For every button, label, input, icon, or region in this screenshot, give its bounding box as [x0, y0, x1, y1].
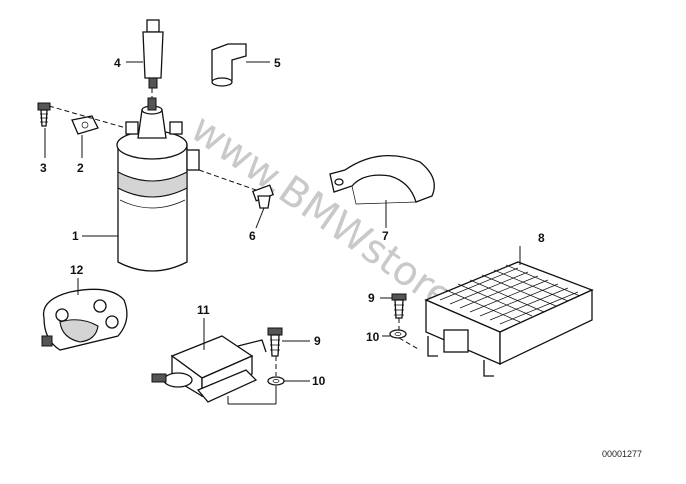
callout-5: 5: [274, 56, 281, 70]
control-unit: [424, 261, 594, 377]
callout-3: 3: [40, 161, 47, 175]
callout-4: 4: [114, 56, 121, 70]
screw-9-lower: [267, 327, 283, 357]
screw-3: [37, 102, 51, 127]
ignition-coil: [116, 97, 200, 272]
mounting-clamp: [329, 154, 435, 205]
terminal-clip: [71, 115, 99, 135]
washer-10-right: [389, 329, 407, 339]
angled-connector: [211, 43, 247, 87]
diagram-reference-number: 00001277: [602, 449, 642, 459]
capacitor-module: [151, 335, 267, 403]
callout-9-right: 9: [368, 291, 375, 305]
screw-9-right: [391, 293, 407, 319]
callout-1: 1: [72, 229, 79, 243]
callout-9-lower: 9: [314, 334, 321, 348]
callout-6: 6: [249, 229, 256, 243]
washer-10-lower: [267, 376, 285, 386]
callout-10-lower: 10: [312, 374, 326, 388]
callouts: 1 2 3 4 5 6 7 8 9 10 11 12 9 10: [40, 56, 545, 388]
screw-6: [251, 184, 275, 209]
callout-11: 11: [197, 303, 210, 317]
callout-8: 8: [538, 231, 545, 245]
leader-lines: [44, 61, 521, 405]
coil-connector: [142, 19, 164, 89]
callout-12: 12: [70, 263, 84, 277]
callout-7: 7: [382, 229, 389, 243]
callout-2: 2: [77, 161, 84, 175]
distributor-trigger: [41, 288, 128, 351]
callout-10-right: 10: [366, 330, 380, 344]
